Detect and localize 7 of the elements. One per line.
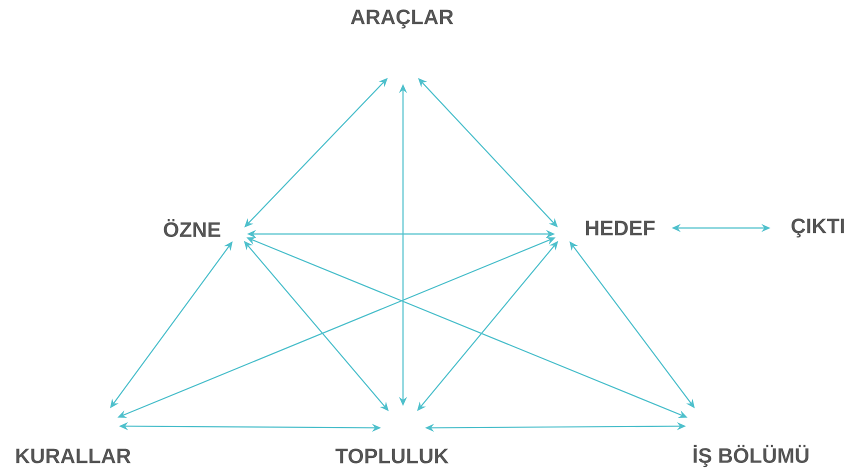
- node-label: ARAÇLAR: [350, 10, 454, 28]
- node-label: ÖZNE: [164, 218, 220, 238]
- node-label: KURALLAR: [16, 448, 131, 464]
- node-label: TOPLULUK: [335, 448, 449, 464]
- node-label: HEDEF: [586, 220, 655, 236]
- node-label: ÇIKTI: [792, 218, 844, 238]
- node-label: İŞ BÖLÜMÜ: [694, 444, 808, 468]
